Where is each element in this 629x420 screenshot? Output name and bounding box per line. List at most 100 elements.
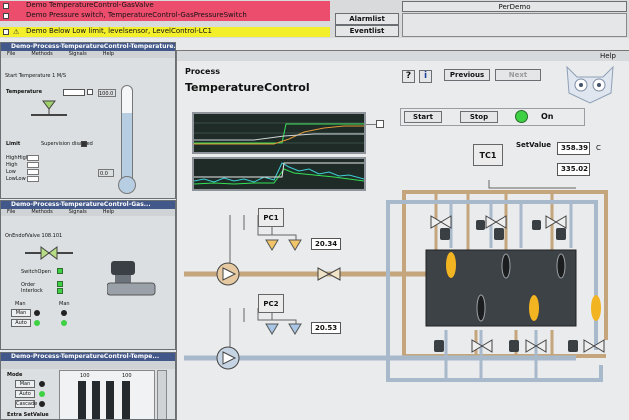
- trend-expand-button[interactable]: [376, 120, 384, 128]
- setvalue-field[interactable]: 358.39: [557, 142, 590, 155]
- alarmlist-button[interactable]: Alarmlist: [335, 13, 399, 25]
- tc1-controller[interactable]: TC1: [473, 144, 503, 166]
- window-subtitle: OnEndofValve 108.101: [5, 233, 63, 239]
- menu-methods[interactable]: Methods: [31, 51, 53, 57]
- bar-gauge-panel: 100 100: [59, 370, 155, 419]
- info-button[interactable]: i: [419, 70, 432, 83]
- alarm-row[interactable]: Demo Below Low limit, levelsensor, Level…: [0, 27, 330, 37]
- menu-methods[interactable]: Methods: [31, 209, 53, 215]
- help-button[interactable]: ?: [402, 70, 415, 83]
- limit-state: Supervision disabled: [41, 141, 93, 147]
- column-label: Man: [59, 301, 70, 307]
- empty-panel: [402, 13, 627, 37]
- owl-hint: [547, 55, 561, 59]
- extra-setvalue-label: Extra SetValue: [7, 412, 49, 418]
- temperature-label: Temperature: [6, 89, 42, 95]
- gauge-bar: [78, 381, 86, 419]
- stop-button[interactable]: Stop: [460, 111, 498, 123]
- mode-label: Mode: [7, 372, 23, 378]
- mode-led: [39, 401, 45, 407]
- warning-icon: ⚠: [13, 28, 20, 36]
- valve-symbol-icon: [25, 246, 73, 260]
- thermometer: [121, 85, 133, 185]
- column-label: Man: [15, 301, 26, 307]
- trend-chart-temperature[interactable]: [192, 112, 366, 154]
- flame-icon: [501, 253, 511, 279]
- alarm-row[interactable]: Demo TemperatureControl-GasValve: [0, 1, 330, 11]
- status-label: Interlock: [21, 288, 43, 294]
- main-menu-bar: Help: [177, 51, 629, 61]
- pc1-controller[interactable]: PC1: [258, 208, 284, 227]
- page-title: TemperatureControl: [185, 81, 310, 94]
- gauge-scale-label: 100: [122, 373, 132, 379]
- status-led: [57, 268, 63, 274]
- man-button[interactable]: Man: [15, 380, 35, 388]
- controller-window: Demo-Process-TemperatureControl-Tempe...…: [0, 352, 176, 420]
- auto-button[interactable]: Auto: [11, 319, 31, 327]
- trend-chart-pressure[interactable]: [192, 157, 366, 191]
- supervision-checkbox[interactable]: [81, 141, 87, 147]
- man-button[interactable]: Man: [11, 309, 31, 317]
- gauge-scale-label: 100: [80, 373, 90, 379]
- temperature-trend-plot: [194, 122, 364, 145]
- alarm-row[interactable]: Demo Pressure switch, TemperatureControl…: [0, 11, 330, 21]
- gauge-bar: [106, 381, 114, 419]
- help-menu[interactable]: Help: [600, 52, 616, 60]
- trend-series-pressure-3: [194, 162, 364, 178]
- acknowledge-checkbox[interactable]: [3, 13, 9, 19]
- status-led: [57, 281, 63, 287]
- eventlist-button[interactable]: Eventlist: [335, 25, 399, 37]
- setvalue-label: SetValue: [516, 141, 552, 149]
- thermometer-fill: [122, 113, 132, 184]
- status-label: SwitchOpen: [21, 269, 51, 275]
- toolbar-strip: [1, 361, 175, 369]
- pc1-value-field: 20.34: [311, 238, 341, 250]
- menu-signals[interactable]: Signals: [68, 51, 87, 57]
- trend-series-pressure: [193, 162, 365, 183]
- pc2-controller[interactable]: PC2: [258, 294, 284, 313]
- on-indicator: [515, 110, 528, 123]
- cascade-button[interactable]: Cascade: [15, 400, 38, 408]
- next-button[interactable]: Next: [495, 69, 541, 81]
- owl-logo: [566, 65, 614, 104]
- scale-top-field: [98, 89, 116, 97]
- gauge-scrollbar[interactable]: [157, 370, 167, 419]
- flame-icon: [556, 253, 566, 279]
- level-label: Low: [6, 169, 16, 175]
- temperature-value-field: [63, 89, 85, 96]
- menu-help[interactable]: Help: [102, 209, 115, 215]
- menu-file[interactable]: File: [7, 209, 16, 215]
- pc2-value-field: 20.53: [311, 322, 341, 334]
- level-field: [27, 176, 39, 182]
- menu-file[interactable]: File: [7, 51, 16, 57]
- start-button[interactable]: Start: [404, 111, 442, 123]
- window-title: Demo-Process-TemperatureControl-Gas...: [1, 201, 175, 209]
- previous-button[interactable]: Previous: [444, 69, 490, 81]
- gas-valve-icon: [317, 267, 341, 281]
- pressure-trend-plot: [193, 162, 365, 185]
- gasvalve-window: Demo-Process-TemperatureControl-Gas... F…: [0, 200, 176, 350]
- menu-signals[interactable]: Signals: [68, 209, 87, 215]
- perdemo-button[interactable]: PerDemo: [402, 1, 627, 12]
- auto-button[interactable]: Auto: [15, 390, 35, 398]
- mode-led: [39, 381, 45, 387]
- mode-led: [34, 320, 40, 326]
- process-diagram: [184, 180, 608, 382]
- level-label: LowLow: [6, 176, 26, 182]
- menu-help[interactable]: Help: [102, 51, 115, 57]
- flame-icon: [476, 294, 486, 322]
- trend-series-value: [194, 125, 364, 145]
- trend-connector: [366, 124, 376, 125]
- mode-led: [61, 310, 67, 316]
- flame-icon: [591, 295, 601, 321]
- trend-series-pressure-2: [193, 168, 365, 185]
- level-field: [27, 162, 39, 168]
- acknowledge-checkbox[interactable]: [3, 3, 9, 9]
- acknowledge-checkbox[interactable]: [3, 29, 9, 35]
- flame-icon: [446, 252, 456, 278]
- thermometer-bulb: [118, 176, 136, 194]
- status-label: Order: [21, 282, 36, 288]
- level-field: [27, 169, 39, 175]
- level-label: HighHigh: [6, 155, 29, 161]
- temperature-window: Demo-Process-TemperatureControl-Temperat…: [0, 42, 176, 199]
